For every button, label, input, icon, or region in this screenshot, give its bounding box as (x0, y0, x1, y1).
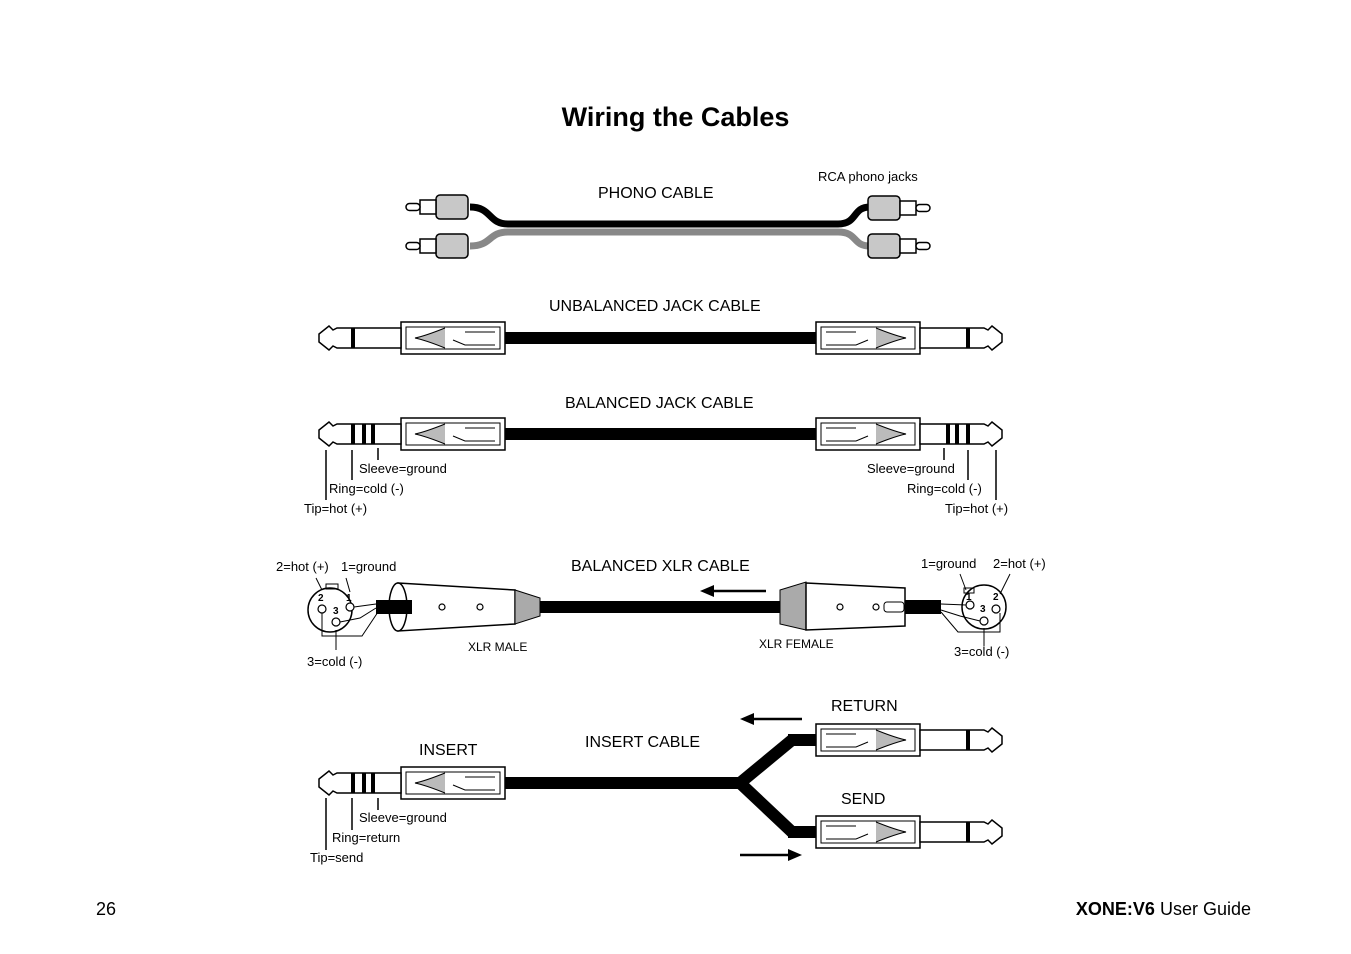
xlr-male-label: XLR MALE (468, 640, 528, 654)
phono-cable-diagram (405, 194, 931, 259)
balanced-jack-heading: BALANCED JACK CABLE (565, 395, 754, 412)
balanced-xlr-heading: BALANCED XLR CABLE (571, 558, 750, 575)
balanced-xlr-cable-diagram (307, 573, 1011, 650)
xlr-left-hot-label: 2=hot (+) (276, 559, 329, 574)
unbalanced-jack-heading: UNBALANCED JACK CABLE (549, 298, 761, 315)
xlr-right-cold-label: 3=cold (-) (954, 644, 1010, 659)
xlr-male-pin1: 1 (346, 593, 352, 604)
footer-brand: XONE:V6 (1075, 899, 1155, 919)
xlr-left-ground-label: 1=ground (341, 559, 397, 574)
page-title: Wiring the Cables (561, 102, 790, 132)
left-sleeve-label: Sleeve=ground (359, 461, 447, 476)
balanced-jack-cable-diagram (319, 418, 1002, 500)
phono-cable-heading: PHONO CABLE (598, 185, 714, 202)
footer-guide-title: XONE:V6 User Guide (1076, 899, 1251, 920)
xlr-female-pin2: 2 (993, 592, 999, 603)
right-sleeve-label: Sleeve=ground (867, 461, 955, 476)
insert-label: INSERT (419, 742, 478, 759)
footer-suffix: User Guide (1154, 899, 1251, 919)
right-ring-label: Ring=cold (-) (907, 481, 982, 496)
left-tip-label: Tip=hot (+) (304, 501, 368, 516)
insert-cable-heading: INSERT CABLE (585, 734, 701, 751)
xlr-right-ground-label: 1=ground (921, 556, 977, 571)
rca-jacks-label: RCA phono jacks (818, 169, 918, 184)
xlr-female-pin3: 3 (980, 604, 986, 615)
xlr-female-label: XLR FEMALE (759, 637, 834, 651)
xlr-left-cold-label: 3=cold (-) (307, 654, 363, 669)
return-label: RETURN (831, 698, 898, 715)
insert-sleeve-label: Sleeve=ground (359, 810, 447, 825)
unbalanced-jack-cable-diagram (318, 321, 1003, 355)
insert-ring-label: Ring=return (332, 830, 401, 845)
xlr-female-pin1: 1 (966, 592, 972, 603)
insert-tip-label: Tip=send (310, 850, 364, 865)
right-tip-label: Tip=hot (+) (945, 501, 1009, 516)
xlr-male-pin3: 3 (333, 606, 339, 617)
xlr-right-hot-label: 2=hot (+) (993, 556, 1046, 571)
send-label: SEND (841, 791, 886, 808)
page-number: 26 (96, 899, 117, 919)
left-ring-label: Ring=cold (-) (329, 481, 404, 496)
xlr-male-pin2: 2 (318, 593, 324, 604)
insert-cable-diagram (319, 713, 1003, 861)
